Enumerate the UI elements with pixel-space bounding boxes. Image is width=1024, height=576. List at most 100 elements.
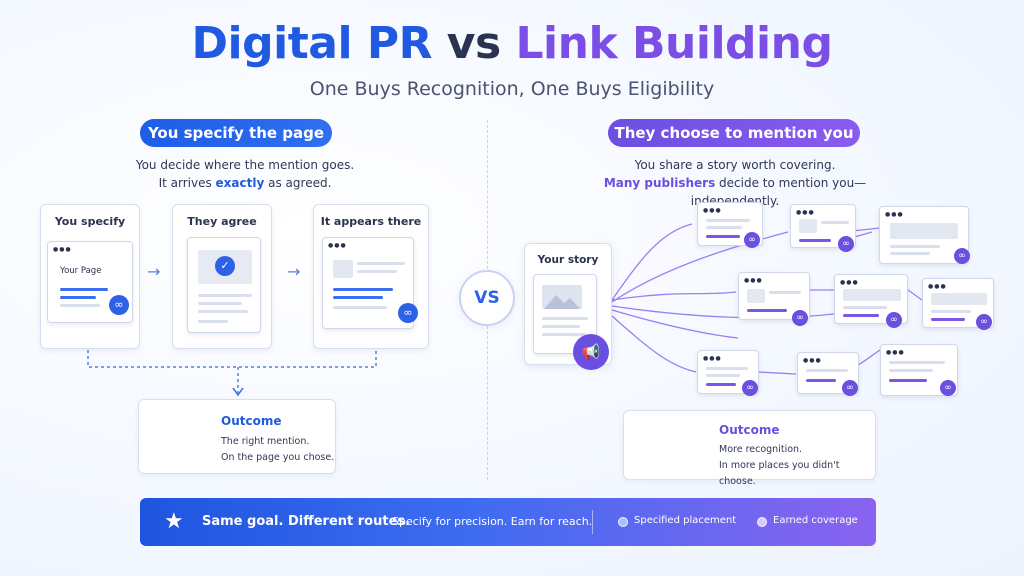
outcome-line1: More recognition. (719, 444, 803, 455)
left-desc-highlight: exactly (215, 176, 265, 190)
link-icon: ∞ (842, 380, 858, 396)
content-bar (706, 226, 742, 229)
outcome-title: Outcome (221, 414, 282, 428)
content-bar (706, 383, 736, 386)
publisher-window: ●●● (797, 352, 859, 394)
arrow-right-icon: → (147, 262, 161, 281)
image-placeholder (931, 293, 987, 305)
content-bar (889, 369, 933, 372)
step-label: It appears there (320, 215, 422, 228)
link-icon: ∞ (742, 380, 758, 396)
right-desc-line1: You share a story worth covering. (634, 158, 836, 172)
content-bar (889, 361, 945, 364)
left-desc-after: as agreed. (264, 176, 332, 190)
outcome-line1: The right mention. (221, 436, 310, 447)
step-card-you-specify: You specify ●●● Your Page ∞ (40, 204, 140, 349)
left-desc-before: It arrives (158, 176, 216, 190)
content-bar (542, 317, 588, 320)
star-icon: ★ (164, 509, 184, 534)
step-label: You specify (54, 215, 126, 228)
outcome-line2: In more places you didn't choose. (719, 460, 840, 487)
outcome-line2: On the page you chose. (221, 452, 335, 463)
link-icon: ∞ (940, 380, 956, 396)
check-icon: ✓ (215, 256, 235, 276)
content-bar (889, 379, 927, 382)
outcome-text: The right mention. On the page you chose… (221, 434, 334, 466)
window-dots-icon: ●●● (885, 211, 904, 218)
content-bar (747, 309, 787, 312)
content-bar (706, 367, 748, 370)
right-desc-highlight: Many publishers (603, 176, 716, 190)
image-placeholder (333, 260, 353, 278)
left-desc-line1: You decide where the mention goes. (135, 158, 355, 172)
content-bar (706, 219, 750, 222)
footer-separator (592, 510, 593, 534)
link-icon: ∞ (886, 312, 902, 328)
pill-they-choose-to-mention-you: They choose to mention you (608, 119, 860, 147)
story-label: Your story (537, 254, 599, 266)
pill-you-specify-the-page: You specify the page (140, 119, 332, 147)
content-bar (198, 294, 252, 297)
image-placeholder (843, 289, 901, 301)
link-icon: ∞ (109, 295, 129, 315)
content-bar (60, 304, 100, 307)
window-dots-icon: ●●● (53, 246, 72, 253)
content-bar (806, 369, 848, 372)
step-label: They agree (187, 215, 257, 228)
content-bar (60, 296, 96, 299)
window-dots-icon: ●●● (796, 209, 815, 216)
window-dots-icon: ●●● (703, 355, 722, 362)
link-icon: ∞ (954, 248, 970, 264)
your-page-window: ●●● Your Page (47, 241, 133, 323)
left-desc-line2: It arrives exactly as agreed. (100, 174, 390, 192)
window-dots-icon: ●●● (803, 357, 822, 364)
content-bar (843, 306, 887, 309)
footer-banner: ★ Same goal. Different routes. Specify f… (140, 498, 876, 546)
mountain-icon (544, 295, 580, 309)
megaphone-icon: 📢 (573, 334, 609, 370)
content-bar (357, 262, 405, 265)
content-bar (706, 235, 740, 238)
legend-dot-specified (618, 517, 628, 527)
legend-label-specified: Specified placement (634, 515, 737, 526)
arrow-right-icon: → (287, 262, 301, 281)
window-dots-icon: ●●● (928, 283, 947, 290)
link-icon: ∞ (976, 314, 992, 330)
content-bar (357, 270, 397, 273)
link-icon: ∞ (792, 310, 808, 326)
content-bar (931, 310, 971, 313)
content-bar (542, 333, 586, 336)
outcome-title: Outcome (719, 423, 780, 437)
image-placeholder (747, 289, 765, 303)
content-bar (333, 288, 393, 291)
link-icon: ∞ (838, 236, 854, 252)
right-description: You share a story worth covering. Many p… (560, 156, 910, 210)
image-placeholder (799, 219, 817, 233)
link-icon: ∞ (398, 303, 418, 323)
step-card-it-appears-there: It appears there ●●● ∞ (313, 204, 429, 349)
window-dots-icon: ●●● (886, 349, 905, 356)
agreement-document: ✓ (187, 237, 261, 333)
content-bar (706, 374, 740, 377)
footer-sub-text: Specify for precision. Earn for reach. (392, 515, 593, 528)
title-digital-pr: Digital PR (191, 18, 433, 69)
content-bar (60, 288, 108, 291)
footer-main-text: Same goal. Different routes. (202, 514, 411, 529)
window-dots-icon: ●●● (744, 277, 763, 284)
title-link-building: Link Building (515, 18, 833, 69)
content-bar (890, 245, 940, 248)
link-icon: ∞ (744, 232, 760, 248)
content-bar (821, 221, 849, 224)
step-card-they-agree: They agree ✓ (172, 204, 272, 349)
content-bar (198, 302, 242, 305)
title-vs: vs (446, 18, 501, 69)
content-bar (333, 296, 383, 299)
content-bar (931, 318, 965, 321)
legend-dot-earned (757, 517, 767, 527)
page-title: Digital PR vs Link Building (0, 18, 1024, 69)
page-subtitle: One Buys Recognition, One Buys Eligibili… (309, 78, 715, 100)
content-bar (806, 379, 836, 382)
outcome-left-card: Outcome The right mention. On the page y… (138, 399, 336, 474)
content-bar (198, 320, 228, 323)
